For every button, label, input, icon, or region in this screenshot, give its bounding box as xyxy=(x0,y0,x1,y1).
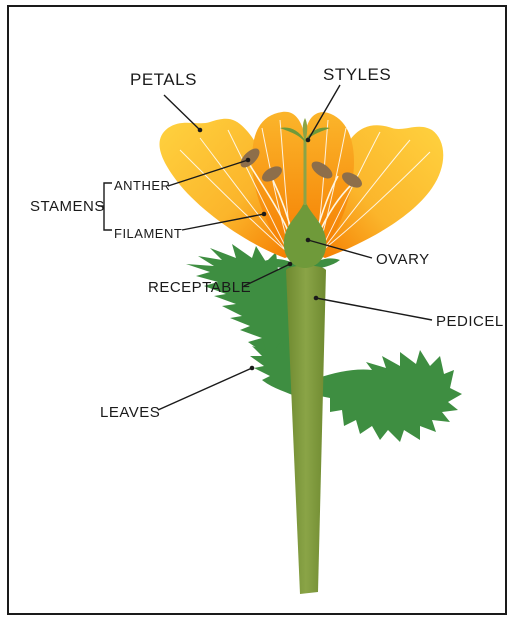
label-petals: PETALS xyxy=(130,70,197,89)
label-ovary: OVARY xyxy=(376,251,430,268)
label-receptable: RECEPTABLE xyxy=(148,279,251,296)
label-styles: STYLES xyxy=(323,65,391,84)
leaf-right xyxy=(318,350,462,442)
label-filament: FILAMENT xyxy=(114,226,182,241)
pedicel-stem xyxy=(286,266,326,595)
label-leaves: LEAVES xyxy=(100,404,160,421)
label-anther: ANTHER xyxy=(114,178,170,193)
label-stamens: STAMENS xyxy=(30,198,105,215)
label-pedicel: PEDICEL xyxy=(436,313,504,330)
